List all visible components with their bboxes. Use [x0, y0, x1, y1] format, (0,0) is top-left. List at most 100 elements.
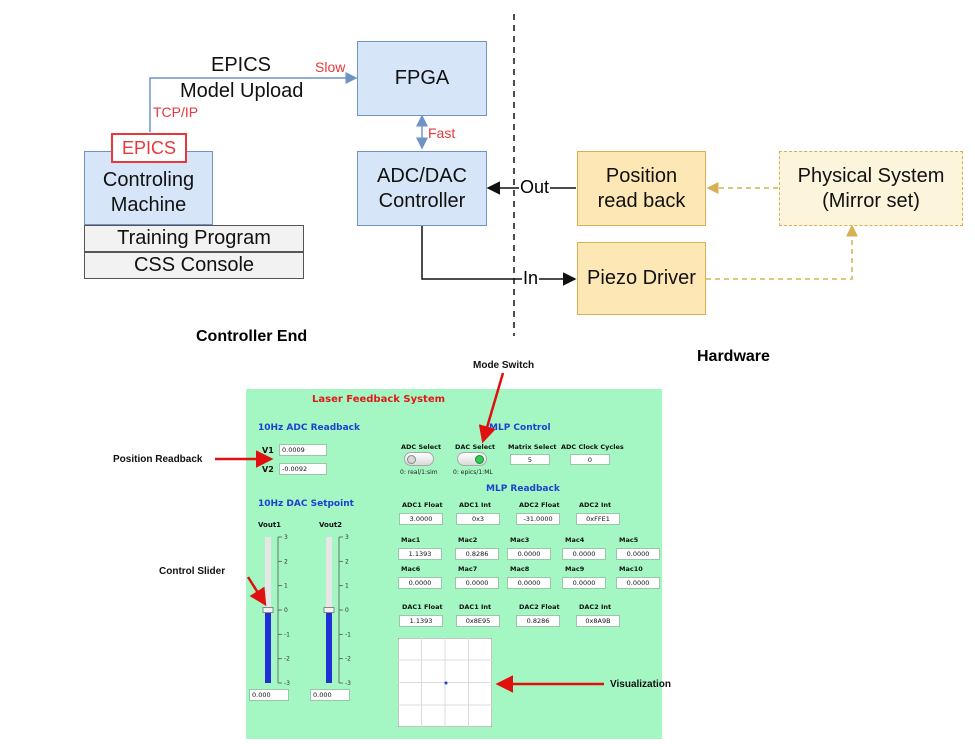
slider-tick-label: 2 [284, 558, 288, 565]
readback-value: -31.0000 [516, 513, 560, 525]
slider-handle[interactable] [323, 607, 335, 613]
readback-label: Mac9 [565, 565, 585, 573]
vout1-value[interactable]: 0.000 [249, 689, 289, 701]
readback-label: DAC1 Float [402, 603, 443, 611]
vis-position-point [444, 681, 448, 685]
hardware-label: Hardware [697, 348, 770, 365]
v1-value: 0.0009 [279, 444, 327, 456]
readback-label: Mac3 [510, 536, 530, 544]
visualization-plot [398, 638, 492, 727]
adc-readback-heading: 10Hz ADC Readback [258, 423, 360, 433]
piezo-to-physical-arrow [706, 224, 858, 280]
controlling-label-line1: Controling [102, 169, 195, 191]
slider-tick-label: 3 [345, 534, 349, 541]
adc-clock-input[interactable]: 0 [570, 454, 610, 465]
dac-select-knob [475, 455, 484, 464]
slider-tick-label: 3 [284, 534, 288, 541]
mode-switch-arrow [478, 372, 505, 444]
slider-tick-label: 2 [345, 558, 349, 565]
mlp-control-heading: MLP Control [489, 423, 551, 433]
readback-label: Mac1 [401, 536, 421, 544]
readback-label: ADC2 Int [579, 501, 612, 509]
adc-select-toggle[interactable] [404, 452, 434, 466]
slider-handle[interactable] [262, 607, 274, 613]
readback-value: 0x8E95 [456, 615, 500, 627]
physical-label-line1: Physical System [797, 164, 945, 187]
adc-select-caption: 0: real/1:sim [400, 469, 438, 476]
position-readback-box: Position read back [577, 151, 706, 226]
readback-value: 1.1393 [398, 548, 442, 560]
laser-feedback-gui: Laser Feedback System 10Hz ADC Readback … [246, 389, 662, 739]
physical-label-line2: (Mirror set) [822, 189, 920, 212]
readback-label: Mac4 [565, 536, 585, 544]
tcpip-label: TCP/IP [153, 104, 199, 120]
dac-select-label: DAC Select [455, 443, 496, 451]
adc-dac-label-line1: ADC/DAC [376, 164, 467, 187]
slider-tick-label: -3 [284, 680, 290, 687]
readback-value: 1.1393 [399, 615, 443, 627]
readback-label: DAC1 Int [459, 603, 492, 611]
in-label: In [522, 268, 540, 289]
readback-label: ADC1 Float [402, 501, 443, 509]
slider-tick-label: 1 [284, 583, 288, 590]
readback-label: ADC2 Float [519, 501, 560, 509]
piezo-label: Piezo Driver [587, 267, 696, 289]
epics-badge: EPICS [111, 133, 187, 163]
readback-label: Mac8 [510, 565, 530, 573]
mode-switch-annotation: Mode Switch [473, 360, 535, 371]
readback-value: 0.8286 [516, 615, 560, 627]
epics-badge-label: EPICS [121, 137, 177, 158]
readback-label: DAC2 Int [579, 603, 612, 611]
readback-value: 3.0000 [399, 513, 443, 525]
model-upload-label: Model Upload [180, 80, 304, 102]
readback-label: Mac10 [619, 565, 643, 573]
readback-value: 0.0000 [507, 548, 551, 560]
readback-value: 0.0000 [562, 577, 606, 589]
dac-select-caption: 0: epics/1:ML [453, 469, 493, 476]
readback-label: Mac2 [458, 536, 478, 544]
control-slider-arrow [246, 576, 267, 607]
controlling-machine-box: Controling Machine [84, 151, 213, 225]
control-slider-annotation: Control Slider [159, 566, 226, 577]
slider-fill [326, 610, 332, 683]
readback-value: 0x8A9B [576, 615, 620, 627]
css-console-label: CSS Console [133, 254, 255, 276]
v2-value: -0.0092 [279, 463, 327, 475]
readback-value: 0.0000 [507, 577, 551, 589]
slider-tick-label: -2 [345, 656, 351, 663]
readback-value: 0x3 [456, 513, 500, 525]
matrix-select-input[interactable]: 5 [510, 454, 550, 465]
readback-value: 0.0000 [455, 577, 499, 589]
vout1-label: Vout1 [258, 521, 282, 529]
readback-value: 0.0000 [562, 548, 606, 560]
adc-clock-label: ADC Clock Cycles [561, 443, 624, 451]
position-readback-annotation: Position Readback [113, 454, 203, 465]
readback-label: ADC1 Int [459, 501, 492, 509]
dac-select-toggle[interactable] [457, 452, 487, 466]
position-label-line1: Position [605, 164, 678, 187]
adc-dac-label-line2: Controller [378, 189, 466, 212]
vout2-label: Vout2 [319, 521, 343, 529]
fast-label: Fast [428, 125, 456, 141]
adc-select-label: ADC Select [401, 443, 442, 451]
slider-tick-label: 0 [284, 607, 288, 614]
fpga-box: FPGA [357, 41, 487, 116]
slider-tick-label: 1 [345, 583, 349, 590]
readback-value: 0.8286 [455, 548, 499, 560]
matrix-select-label: Matrix Select [508, 443, 557, 451]
slow-label: Slow [315, 59, 346, 75]
readback-label: Mac5 [619, 536, 639, 544]
slider-tick-label: -1 [284, 631, 290, 638]
physical-system-box: Physical System (Mirror set) [779, 151, 963, 226]
fpga-label: FPGA [394, 67, 450, 89]
readback-label: Mac6 [401, 565, 421, 573]
readback-value: 0.0000 [616, 548, 660, 560]
readback-value: 0.0000 [616, 577, 660, 589]
controller-end-label: Controller End [196, 328, 308, 345]
v2-label: V2 [262, 465, 274, 474]
slider-tick-label: -2 [284, 656, 290, 663]
annotation-arrows [215, 372, 604, 693]
vout2-value[interactable]: 0.000 [310, 689, 350, 701]
epics-link-label: EPICS [211, 54, 272, 76]
